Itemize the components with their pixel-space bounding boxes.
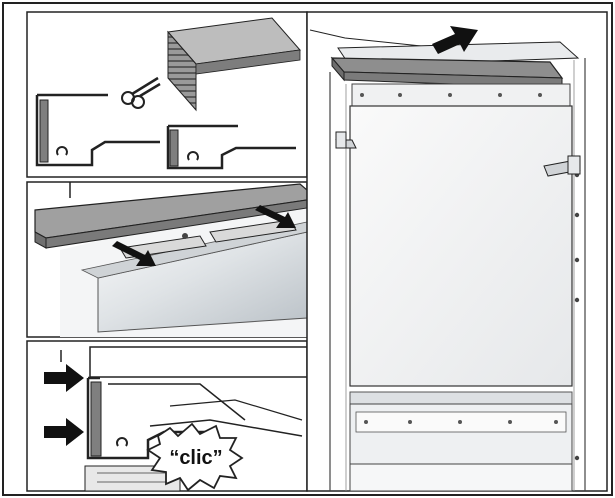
gasket-profile-right <box>166 124 296 170</box>
side-bracket-left <box>335 131 357 149</box>
click-callout: “clic” <box>146 422 244 492</box>
panel-click-gasket: “clic” <box>26 340 308 492</box>
gasket-strip <box>167 17 301 112</box>
arrow-right-icon <box>44 364 84 446</box>
gasket-profile-left <box>35 93 160 167</box>
panel-cut-gasket <box>26 11 308 178</box>
panel-fit-gasket <box>26 181 308 338</box>
panel-appliance-door <box>306 11 608 492</box>
side-bracket-right <box>543 155 581 177</box>
arrow-up-right-icon <box>432 26 478 54</box>
appliance-door <box>349 105 573 387</box>
scissors-icon <box>121 76 161 109</box>
click-callout-text: “clic” <box>169 447 222 469</box>
arrow-down-icon <box>112 205 296 266</box>
